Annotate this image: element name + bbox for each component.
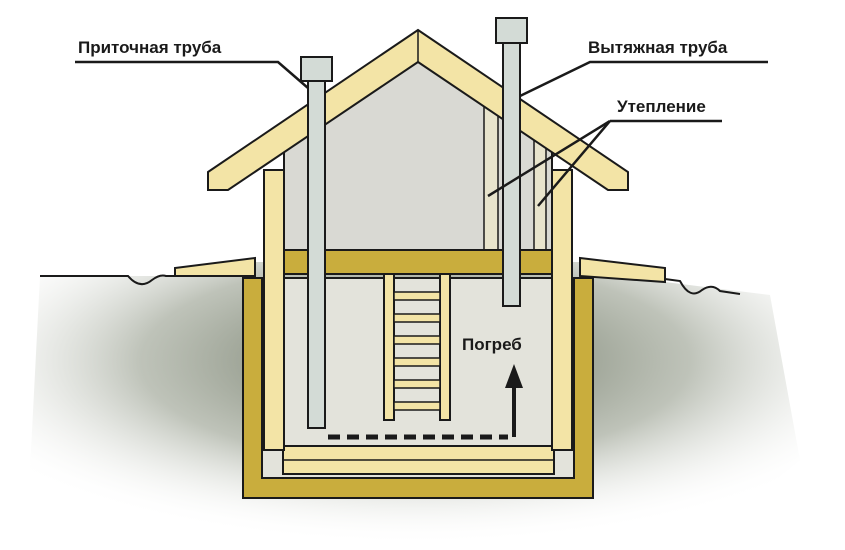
supply-pipe-label: Приточная труба: [78, 38, 222, 57]
house-wall-right: [551, 169, 573, 451]
ground-mound-right: [579, 256, 666, 284]
insulation-leader-2: [537, 120, 611, 207]
cellar-label: Погреб: [462, 335, 522, 354]
ground-line: [40, 274, 178, 286]
ground-mound-left: [174, 256, 256, 277]
insulation-board-1: [483, 91, 499, 251]
supply-pipe-leader: [75, 60, 309, 89]
exhaust-pipe-leader: [519, 60, 768, 98]
ladder: [383, 273, 451, 421]
supply-pipe: [300, 56, 333, 429]
ground-line-right: [664, 278, 741, 295]
exhaust-pipe-label: Вытяжная труба: [588, 38, 728, 57]
insulation-label: Утепление: [617, 97, 706, 116]
house-wall-left: [263, 169, 285, 451]
exhaust-pipe: [495, 17, 528, 307]
airflow-arrow-up-icon: [505, 364, 523, 437]
insulation-board-2: [533, 139, 547, 251]
insulation-leader-1: [487, 119, 611, 198]
